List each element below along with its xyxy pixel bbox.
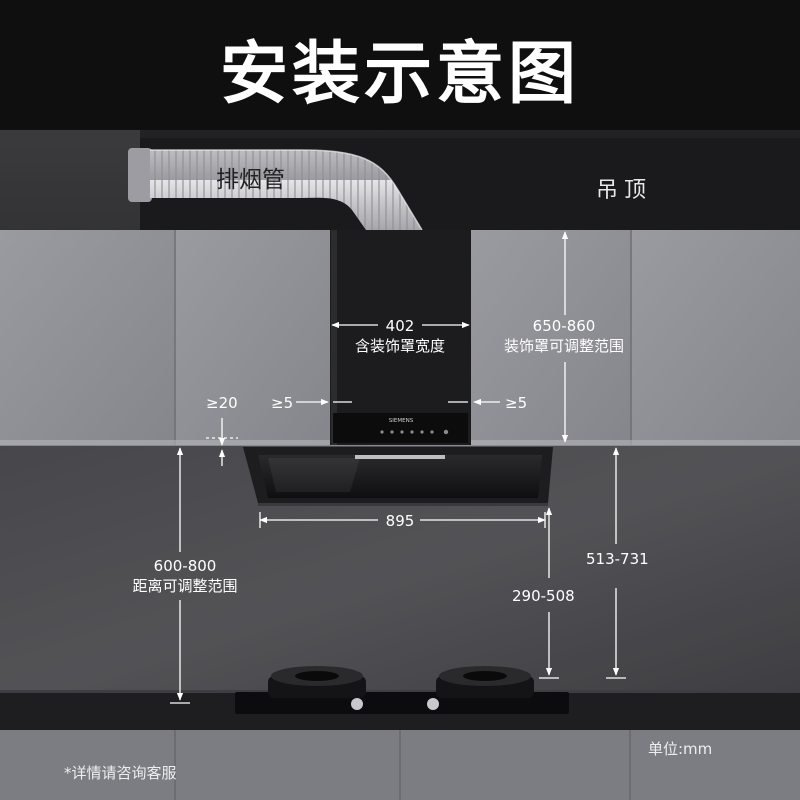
unit-label: 单位:mm	[648, 740, 713, 758]
exhaust-pipe-label: 排烟管	[216, 167, 285, 193]
service-note: *详情请咨询客服	[64, 764, 177, 782]
hood-height-label: 650-860 装饰罩可调整范围	[494, 316, 634, 356]
brand-logo: SIEMENS	[389, 418, 414, 424]
hood-width-value: 402	[385, 317, 415, 335]
dimension-lines	[170, 231, 626, 704]
gas-stove	[235, 666, 569, 714]
page-title: 安装示意图	[219, 35, 580, 114]
hood-body-width-label: 895	[385, 512, 415, 530]
range-low-label: 290-508	[512, 587, 575, 605]
hood-height-value: 650-860	[532, 317, 596, 335]
top-background	[0, 0, 800, 130]
ceiling-label: 吊顶	[596, 178, 653, 203]
gap-top-label: ≥20	[206, 394, 238, 412]
chimney-cover	[330, 230, 471, 445]
distance-desc: 距离可调整范围	[132, 577, 238, 595]
hood-width-label: 402 含装饰罩宽度	[345, 316, 455, 356]
lower-cabinets	[0, 730, 800, 800]
upper-cabinets	[0, 230, 800, 446]
distance-label: 600-800 距离可调整范围	[120, 556, 250, 596]
gap-right-label: ≥5	[505, 394, 528, 412]
distance-value: 600-800	[153, 557, 217, 575]
range-hood	[243, 447, 553, 506]
exhaust-pipe	[128, 148, 423, 231]
gap-left-label: ≥5	[271, 394, 294, 412]
range-high-label: 513-731	[586, 550, 649, 568]
hood-height-desc: 装饰罩可调整范围	[503, 337, 624, 355]
hood-width-desc: 含装饰罩宽度	[354, 337, 445, 355]
